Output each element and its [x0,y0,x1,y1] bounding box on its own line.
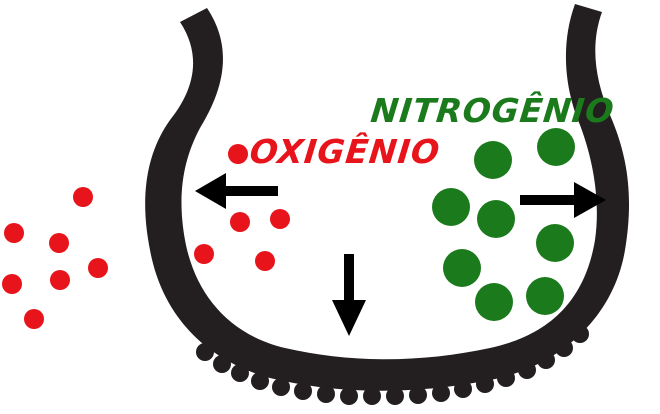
oxygen-molecule [73,187,93,207]
nitrogen-molecule [432,188,470,226]
tread-bump [251,372,269,390]
tread-bump [340,387,358,405]
oxygen-molecule [49,233,69,253]
tire-cross-section-icon [145,4,630,405]
tread-bump [454,380,472,398]
oxygen-molecule [4,223,24,243]
oxygen-molecule [228,144,248,164]
oxygen-molecule [50,270,70,290]
nitrogen-molecule [537,128,575,166]
nitrogen-molecule [443,249,481,287]
nitrogen-molecule [536,224,574,262]
tread-bump [476,375,494,393]
oxygen-molecule [88,258,108,278]
tread-bump [537,351,555,369]
nitrogen-molecule [475,283,513,321]
oxygen-molecule [24,309,44,329]
tread-bump [272,378,290,396]
nitrogen-molecule [526,277,564,315]
arrow-right-icon [520,182,606,218]
oxygen-molecule [255,251,275,271]
tread-bump [196,343,214,361]
nitrogen-molecule [477,200,515,238]
tread-bump [231,364,249,382]
oxygen-label: OXIGÊNIO [247,132,443,171]
nitrogen-label: NITROGÊNIO [368,91,617,130]
nitrogen-molecule [474,141,512,179]
oxygen-molecules [2,144,290,329]
nitrogen-molecules [432,128,575,321]
tread-bump [317,385,335,403]
oxygen-molecule [2,274,22,294]
tread-bump [386,387,404,405]
tread-bump [555,339,573,357]
tire-shape [145,4,630,391]
tire-tread [196,325,589,405]
tread-bump [432,384,450,402]
tread-bump [294,382,312,400]
tread-bump [363,387,381,405]
tread-bump [213,355,231,373]
tread-bump [518,361,536,379]
oxygen-molecule [270,209,290,229]
arrow-left-icon [195,173,278,209]
tread-bump [497,369,515,387]
tread-bump [409,386,427,404]
tread-bump [571,325,589,343]
oxygen-molecule [194,244,214,264]
arrow-down-icon [332,254,366,336]
oxygen-molecule [230,212,250,232]
